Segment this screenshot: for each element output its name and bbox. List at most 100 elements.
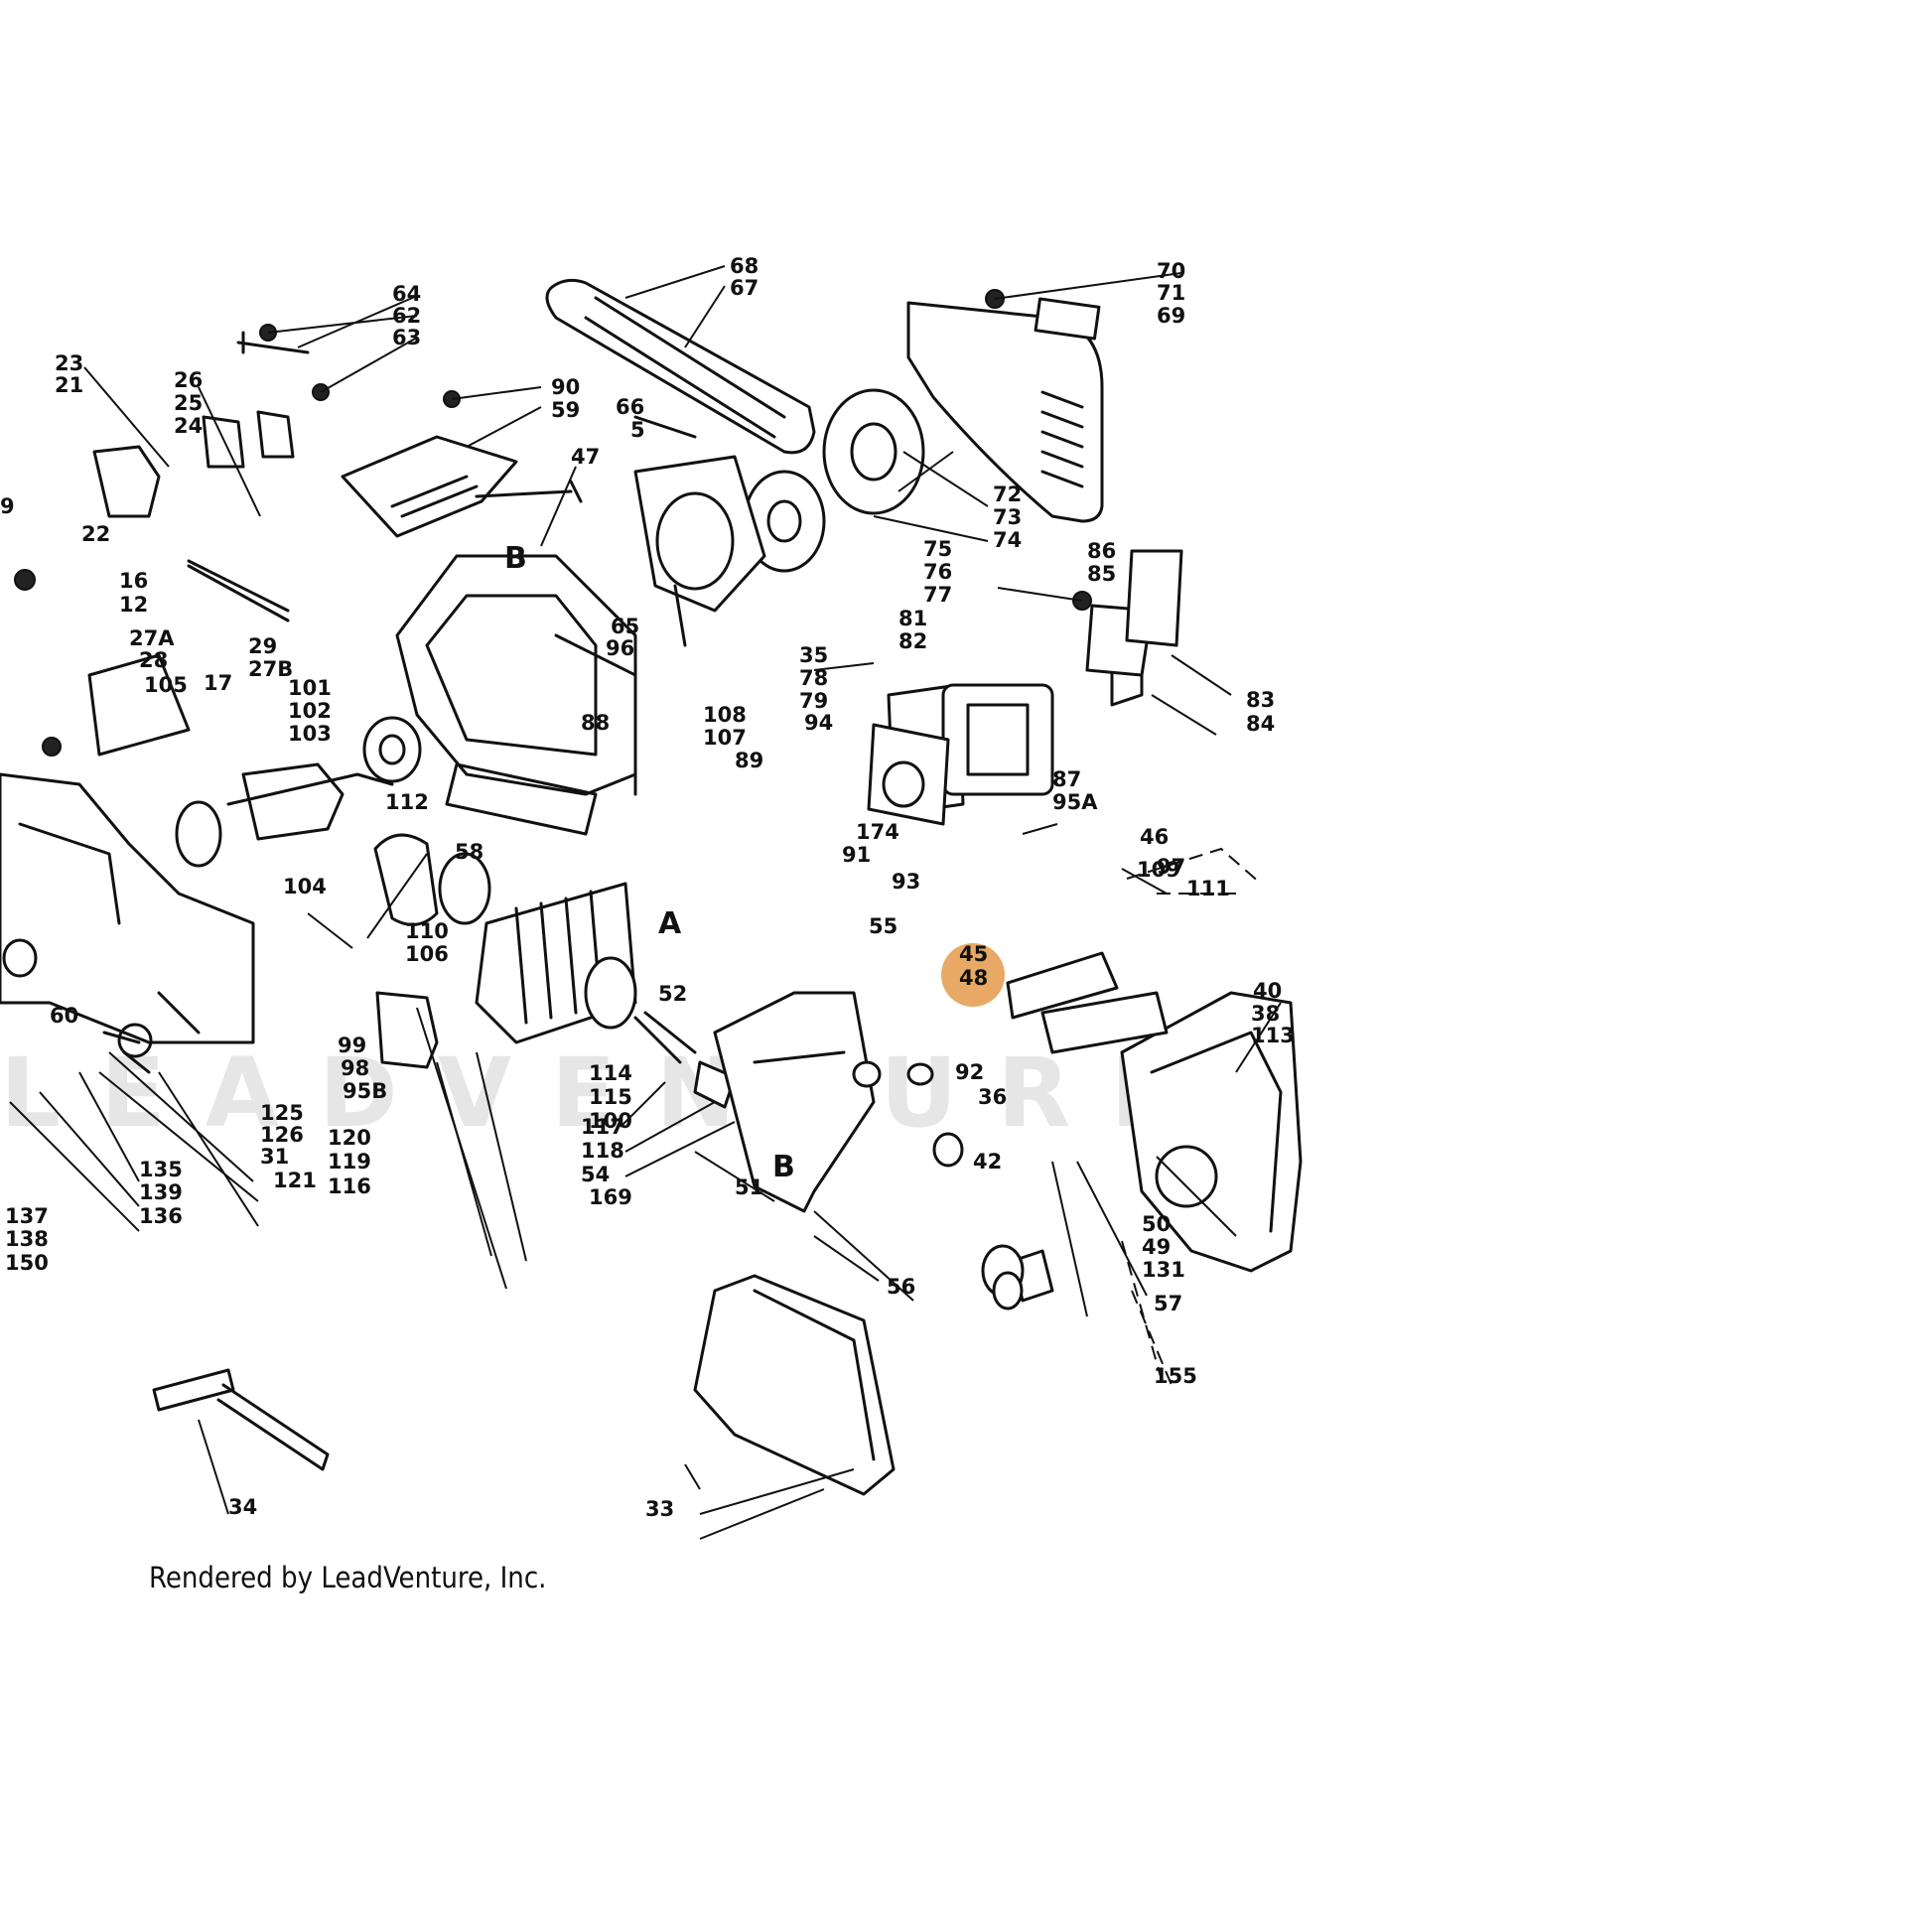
callout: 77 xyxy=(923,583,952,607)
callout: 99 xyxy=(338,1034,366,1057)
callout: 56 xyxy=(887,1275,915,1299)
callout: 68 xyxy=(730,254,759,278)
highlighted-callouts: 45 48 xyxy=(959,942,988,990)
callout-highlighted: 45 xyxy=(959,942,988,966)
callout: 111 xyxy=(1186,877,1230,900)
callout: 70 xyxy=(1157,259,1185,283)
callout: 114 xyxy=(589,1061,632,1085)
callout: 52 xyxy=(658,982,687,1006)
callout: 42 xyxy=(973,1150,1002,1173)
callout-labels: 64 62 63 68 67 70 71 69 23 21 26 25 24 9… xyxy=(0,254,1295,1521)
piston xyxy=(373,833,439,926)
callout: 28 xyxy=(139,648,168,672)
callout: 16 xyxy=(119,569,148,593)
callout: 40 xyxy=(1253,979,1282,1003)
callout: 35 xyxy=(799,643,828,667)
callout: 135 xyxy=(139,1158,183,1181)
highlight-marker xyxy=(941,943,1005,1007)
callout: 33 xyxy=(645,1497,674,1521)
callout: 120 xyxy=(328,1126,371,1150)
callout: 109 xyxy=(1137,858,1180,882)
callout: 81 xyxy=(898,607,927,630)
callout: 46 xyxy=(1140,825,1169,849)
callout: 25 xyxy=(174,391,203,415)
callout: 51 xyxy=(735,1175,763,1199)
callout: 136 xyxy=(139,1204,183,1228)
callout: 116 xyxy=(328,1174,371,1198)
callout: 101 xyxy=(288,676,332,700)
callout: 117 xyxy=(581,1115,624,1139)
callout: 155 xyxy=(1154,1364,1197,1388)
callout: 55 xyxy=(869,914,897,938)
top-cover xyxy=(341,435,518,538)
marker-b-bottom: B xyxy=(772,1150,795,1184)
callout: 137 xyxy=(5,1204,49,1228)
callout: 57 xyxy=(1154,1292,1182,1315)
callout: 95B xyxy=(343,1079,387,1103)
clutch-drum xyxy=(822,388,925,515)
credit-text: Rendered by LeadVenture, Inc. xyxy=(149,1561,547,1594)
callout: 105 xyxy=(144,673,188,697)
callout: 125 xyxy=(260,1101,304,1125)
callout: 100 xyxy=(589,1109,632,1133)
callout: 21 xyxy=(55,373,83,397)
callout: 96 xyxy=(606,636,634,660)
callout: 119 xyxy=(328,1150,371,1173)
callout: 139 xyxy=(139,1180,183,1204)
callout: 38 xyxy=(1251,1002,1280,1026)
callout: 85 xyxy=(1087,562,1116,586)
callout: 98 xyxy=(341,1056,369,1080)
callout: 27A xyxy=(129,626,175,650)
callout: 93 xyxy=(892,870,920,894)
marker-b-top: B xyxy=(504,541,527,576)
callout: 76 xyxy=(923,560,952,584)
callout: 82 xyxy=(898,629,927,653)
callout: 106 xyxy=(405,942,449,966)
crankshaft xyxy=(241,762,345,841)
callout: 102 xyxy=(288,699,332,723)
callout: 54 xyxy=(581,1163,610,1186)
callout: 27B xyxy=(248,657,293,681)
callout: 23 xyxy=(55,351,83,375)
callout: 169 xyxy=(589,1185,632,1209)
t-wrench xyxy=(152,1368,235,1412)
callout: 63 xyxy=(392,326,421,349)
callout: 78 xyxy=(799,666,828,690)
section-markers: B A B xyxy=(504,541,795,1184)
marker-a: A xyxy=(658,906,682,941)
callout: 86 xyxy=(1087,539,1116,563)
callout: 26 xyxy=(174,368,203,392)
callout: 94 xyxy=(804,711,833,735)
callout: 36 xyxy=(978,1085,1007,1109)
callout: 113 xyxy=(1251,1024,1295,1047)
callout: 84 xyxy=(1246,712,1275,736)
callout: 89 xyxy=(735,749,763,772)
callout: 24 xyxy=(174,414,203,438)
part-shapes xyxy=(0,278,1303,1496)
callout: 58 xyxy=(455,840,483,864)
callout: 91 xyxy=(842,843,871,867)
callout-highlighted: 48 xyxy=(959,966,988,990)
callout: 47 xyxy=(571,445,600,469)
callout: 50 xyxy=(1142,1212,1171,1236)
callout: 131 xyxy=(1142,1258,1185,1282)
callout: 22 xyxy=(81,522,110,546)
callout: 115 xyxy=(589,1085,632,1109)
guide-bar xyxy=(545,278,816,455)
callout: 150 xyxy=(5,1251,49,1275)
callout: 67 xyxy=(730,276,759,300)
callout: 90 xyxy=(551,375,580,399)
callout: 49 xyxy=(1142,1235,1171,1259)
callout: 64 xyxy=(392,282,421,306)
callout: 62 xyxy=(392,304,421,328)
callout: 72 xyxy=(993,483,1022,506)
callout: 74 xyxy=(993,528,1022,552)
callout: 60 xyxy=(50,1004,78,1028)
callout: 59 xyxy=(551,398,580,422)
callout: 118 xyxy=(581,1139,624,1163)
callout: 95A xyxy=(1052,790,1098,814)
callout: 126 xyxy=(260,1123,304,1147)
callout: 75 xyxy=(923,537,952,561)
callout: 65 xyxy=(611,615,639,638)
